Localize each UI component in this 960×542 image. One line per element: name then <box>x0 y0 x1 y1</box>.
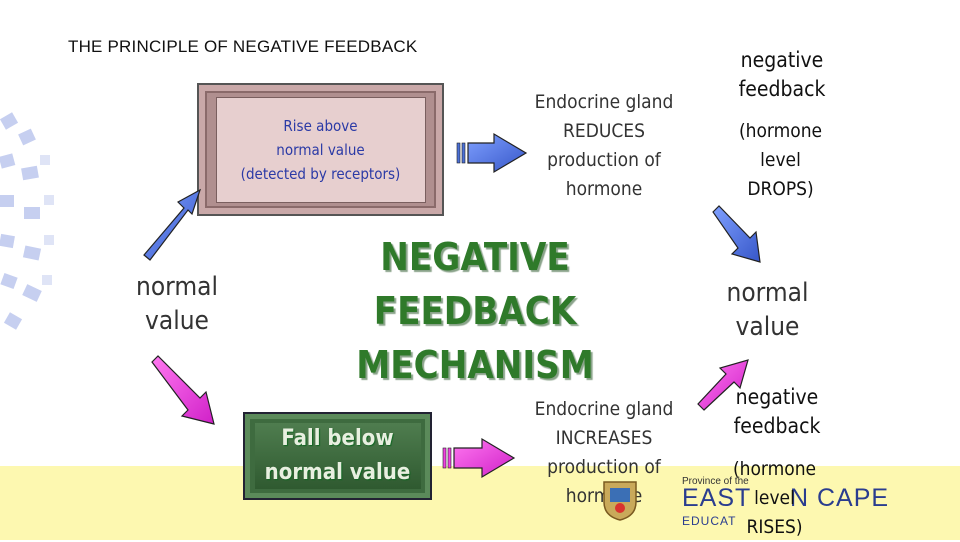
rise-above-box: Rise above normal value (detected by rec… <box>197 83 444 216</box>
center-mechanism-label: NEGATIVE FEEDBACK MECHANISM <box>356 235 594 387</box>
eastern-cape-logo: Province of the EAST N CAPE EDUCAT <box>580 474 910 530</box>
logo-province-text: Province of the <box>682 476 749 487</box>
normal-value-right: normal value <box>726 278 809 342</box>
arrow-right-bottom-icon <box>442 437 516 479</box>
logo-dept-text: EDUCAT <box>682 514 737 528</box>
hormone-drops-label: (hormone level DROPS) <box>738 120 823 200</box>
page-title: THE PRINCIPLE OF NEGATIVE FEEDBACK <box>68 37 418 56</box>
decorative-arc-pattern <box>0 112 54 330</box>
coat-of-arms-icon <box>603 481 637 521</box>
logo-name-right: N CAPE <box>790 484 890 512</box>
arrow-down-right-magenta-icon <box>151 355 215 425</box>
normal-value-left: normal value <box>136 272 218 336</box>
hormone-rises-label: (hormone level RISES) <box>732 458 817 538</box>
fall-below-box: Fall below normal value <box>243 412 432 500</box>
logo-name-left: EAST <box>682 484 752 512</box>
arrow-up-right-icon <box>143 188 202 261</box>
rise-above-label: Rise above normal value (detected by rec… <box>240 116 401 183</box>
negative-feedback-bottom: negative feedback <box>733 385 821 438</box>
negative-feedback-top: negative feedback <box>738 48 826 101</box>
footer-band <box>0 466 960 540</box>
arrow-right-top-icon <box>456 132 528 174</box>
fall-below-label: Fall below normal value <box>264 426 411 485</box>
endocrine-reduces-label: Endocrine gland REDUCES production of ho… <box>534 91 674 200</box>
arrow-down-right-icon <box>712 205 761 263</box>
arrow-up-right-magenta-icon <box>697 359 749 411</box>
